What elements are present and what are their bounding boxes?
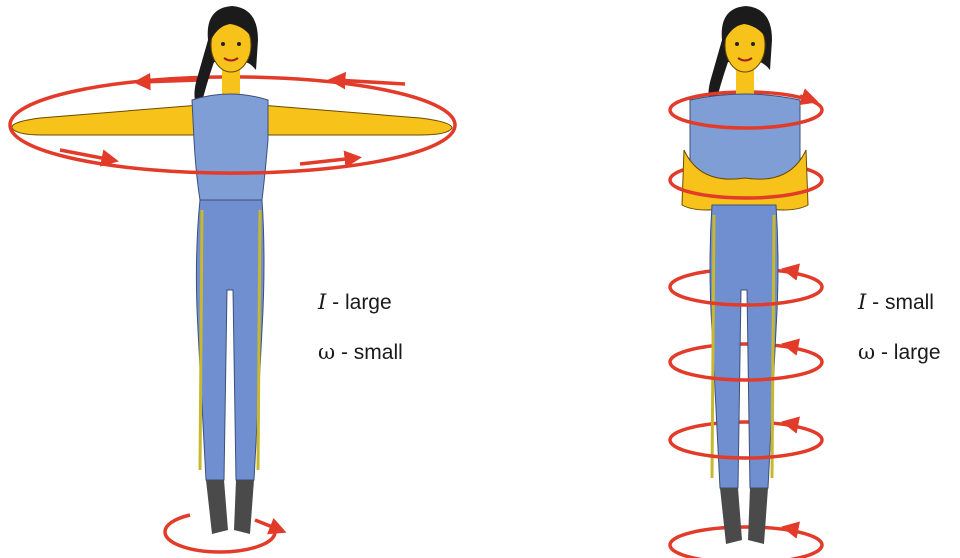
omega-label-extended: ω - small [318,340,403,365]
left-arm [12,105,200,135]
inertia-value: - large [332,291,392,314]
omega-label-folded: ω - large [858,340,941,365]
shoes [206,480,254,534]
shoes [720,488,768,544]
inertia-symbol: I [318,290,326,314]
pants [710,205,778,488]
rotation-arrow-arms-bottom-right [300,158,355,164]
inertia-symbol: I [858,290,866,314]
inertia-value: - small [872,291,934,314]
shirt [192,94,268,200]
omega-symbol: ω [858,340,875,364]
inertia-label-folded: I - small [858,290,934,315]
figure-arms-folded [670,6,822,558]
pants [196,200,264,480]
figure-arms-extended [10,6,455,552]
omega-value: - large [881,341,941,364]
right-arm [260,105,452,135]
rotation-arrow-arms-top-left [140,80,200,82]
neck [736,70,754,95]
neck [222,70,240,95]
omega-value: - small [341,341,403,364]
inertia-label-extended: I - large [318,290,392,315]
omega-symbol: ω [318,340,335,364]
